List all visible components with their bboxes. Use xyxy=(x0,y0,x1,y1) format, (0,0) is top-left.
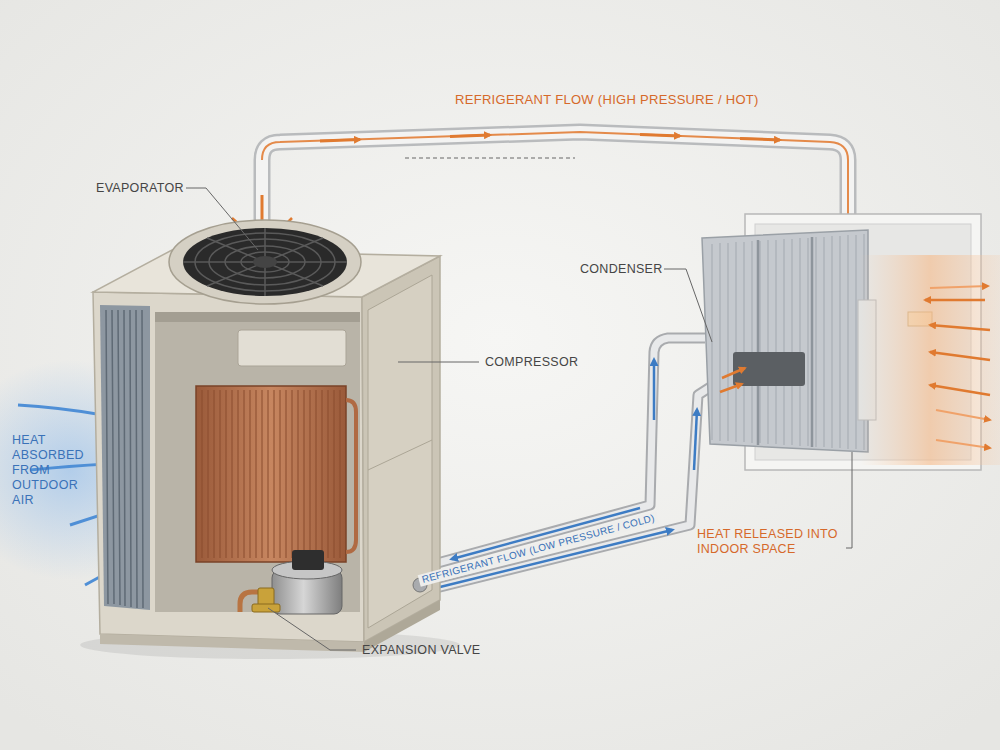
outdoor-unit-part xyxy=(155,312,360,322)
low-pressure-pipes-part xyxy=(420,386,712,592)
outdoor-unit-part xyxy=(183,228,347,296)
heat-label: HEAT RELEASED INTO INDOOR SPACE xyxy=(697,527,842,557)
low-pressure-pipes-part xyxy=(420,386,712,592)
low-pressure-pipes xyxy=(412,338,712,592)
high-pressure-pipe-part xyxy=(262,132,848,215)
outdoor-unit-part xyxy=(292,550,324,570)
indoor-unit-part xyxy=(720,384,742,392)
outdoor-unit-part xyxy=(196,386,346,562)
flow-label: REFRIGERANT FLOW (HIGH PRESSURE / HOT) xyxy=(455,92,759,108)
part-label: EVAPORATOR xyxy=(96,181,184,196)
high-pressure-pipe-part xyxy=(320,140,360,141)
outdoor-unit-part xyxy=(258,588,274,606)
low-pressure-pipes-part xyxy=(653,360,656,420)
leader-lines-part xyxy=(398,362,479,363)
outdoor-unit-part xyxy=(238,330,346,366)
outdoor-unit xyxy=(80,220,460,659)
low-pressure-pipes-part xyxy=(694,410,697,470)
outdoor-unit-part xyxy=(100,634,364,652)
part-label: CONDENSER xyxy=(580,262,663,277)
indoor-unit-part xyxy=(712,234,864,450)
indoor-heat-flow-part xyxy=(930,385,990,395)
leader-lines xyxy=(186,188,852,650)
high-pressure-pipe-part xyxy=(450,135,490,137)
part-label: COMPRESSOR xyxy=(485,355,578,370)
outdoor-unit-part xyxy=(183,228,347,296)
outdoor-unit-part xyxy=(93,292,364,642)
indoor-heat-flow-part xyxy=(860,255,1000,465)
high-pressure-pipe-part xyxy=(640,134,680,136)
outdoor-unit-part xyxy=(155,312,360,612)
indoor-heat-flow-part xyxy=(936,410,990,420)
leader-lines-part xyxy=(846,452,852,548)
outdoor-unit-part xyxy=(106,310,143,608)
indoor-unit-part xyxy=(758,237,812,447)
indoor-heat-flow-part xyxy=(925,299,985,302)
outdoor-unit-part xyxy=(202,390,340,558)
indoor-heat-flow-part xyxy=(936,440,990,448)
heat-label: HEAT ABSORBED FROM OUTDOOR AIR xyxy=(12,433,84,508)
indoor-heat-flow-part xyxy=(930,325,990,330)
high-pressure-pipe-part xyxy=(405,158,575,159)
indoor-heat-flow-part xyxy=(930,352,990,360)
high-pressure-pipe-part xyxy=(740,138,780,140)
outdoor-unit-part xyxy=(368,440,432,470)
indoor-heat-flow xyxy=(860,255,1000,465)
indoor-unit-part xyxy=(722,368,745,378)
outdoor-unit-part xyxy=(252,604,280,612)
indoor-unit-part xyxy=(702,230,868,452)
outdoor-unit-part xyxy=(169,220,361,304)
outdoor-unit-part xyxy=(100,305,150,610)
indoor-heat-flow-part xyxy=(930,286,988,288)
outdoor-unit-part xyxy=(253,256,277,268)
outdoor-unit-part xyxy=(346,400,356,552)
flow-label: REFRIGERANT FLOW (LOW PRESSURE / COLD) xyxy=(417,511,658,586)
part-label: EXPANSION VALVE xyxy=(362,643,480,658)
leader-lines-part xyxy=(186,188,258,250)
leader-lines-part xyxy=(268,608,356,650)
leader-lines-part xyxy=(664,269,712,342)
